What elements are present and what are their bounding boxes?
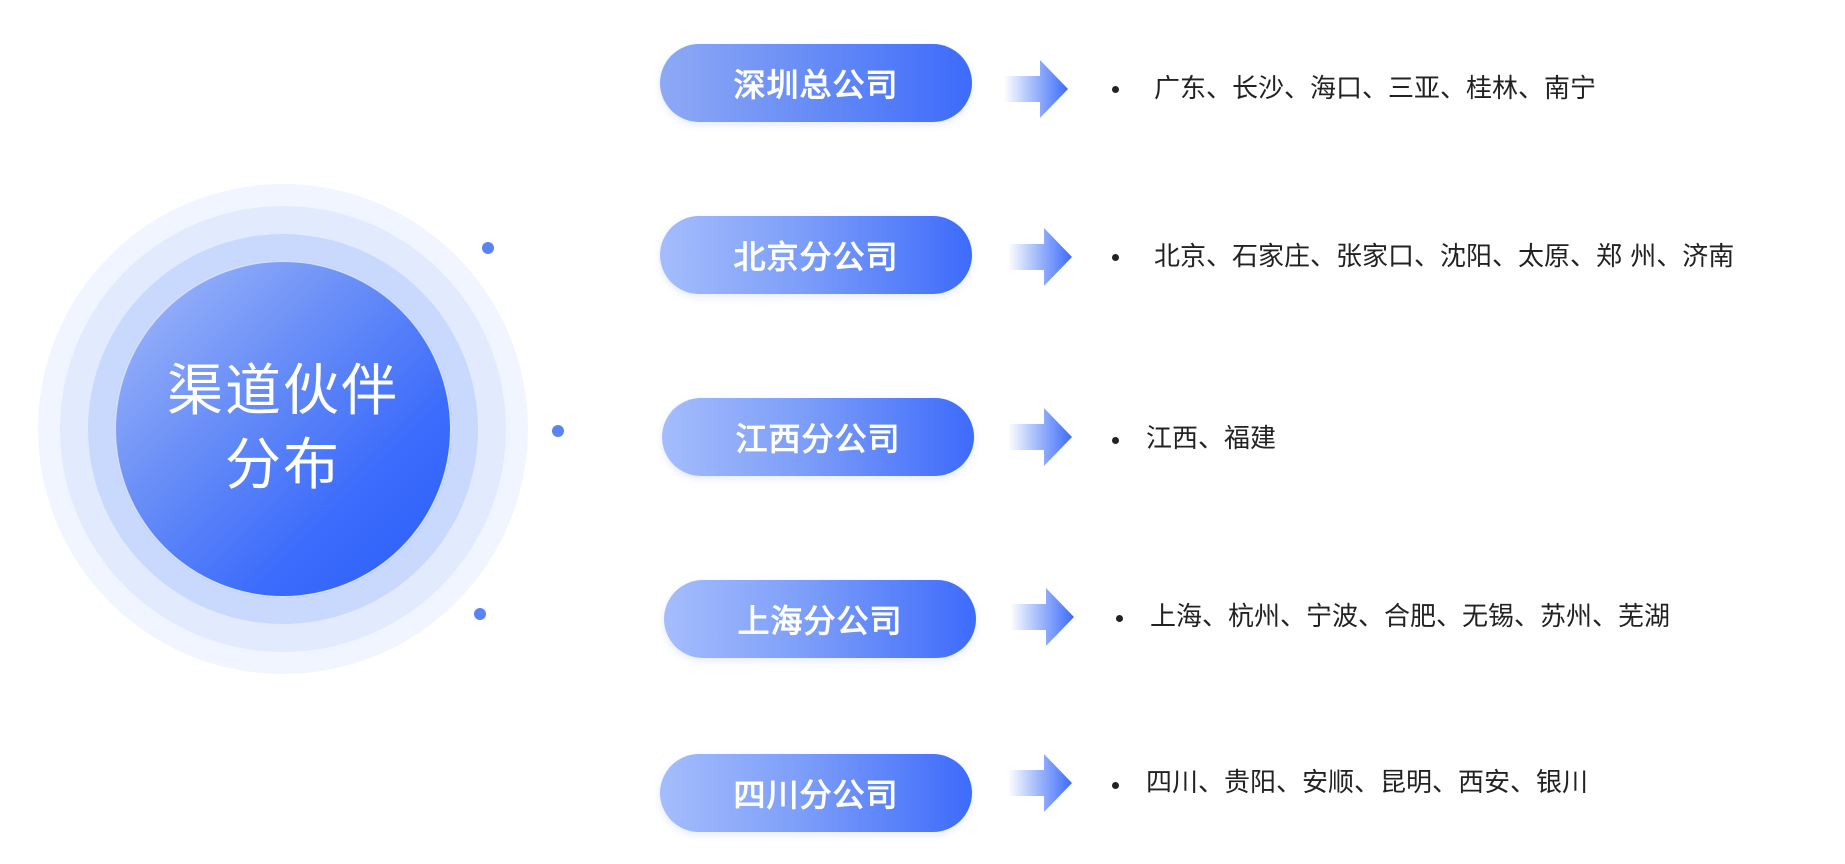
branch-name: 北京分公司 — [733, 238, 899, 276]
branch-pill-shenzhen: 深圳总公司 — [660, 44, 972, 122]
branch-name: 四川分公司 — [733, 776, 899, 814]
branch-cities: 江西、福建 — [1146, 424, 1277, 454]
branch-pill-shanghai: 上海分公司 — [664, 580, 976, 658]
decor-dot-top — [482, 242, 494, 254]
branch-name: 江西分公司 — [735, 420, 901, 458]
arrow-right-icon — [1008, 754, 1072, 812]
center-title-line2: 分布 — [225, 433, 341, 498]
branch-cities: 四川、贵阳、安顺、昆明、西安、银川 — [1146, 768, 1589, 798]
center-circle: 渠道伙伴 分布 — [114, 260, 452, 598]
branch-pill-jiangxi: 江西分公司 — [662, 398, 974, 476]
bullet-icon — [1116, 615, 1123, 622]
branch-name: 上海分公司 — [737, 602, 903, 640]
decor-dot-middle — [552, 425, 564, 437]
branch-name: 深圳总公司 — [733, 66, 899, 104]
bullet-icon — [1112, 86, 1119, 93]
bullet-icon — [1112, 254, 1119, 261]
arrow-right-icon — [1008, 228, 1072, 286]
branch-pill-beijing: 北京分公司 — [660, 216, 972, 294]
branch-cities: 北京、石家庄、张家口、沈阳、太原、郑 州、济南 — [1154, 242, 1735, 272]
branch-pill-sichuan: 四川分公司 — [660, 754, 972, 832]
bullet-icon — [1112, 782, 1119, 789]
bullet-icon — [1112, 437, 1119, 444]
branch-cities: 广东、长沙、海口、三亚、桂林、南宁 — [1154, 74, 1597, 104]
arrow-right-icon — [1010, 588, 1074, 646]
decor-dot-bottom — [474, 608, 486, 620]
arrow-right-icon — [1008, 408, 1072, 466]
branch-cities: 上海、杭州、宁波、合肥、无锡、苏州、芜湖 — [1150, 602, 1671, 632]
center-title-line1: 渠道伙伴 — [167, 359, 399, 424]
channel-partner-circle: 渠道伙伴 分布 — [38, 184, 528, 674]
arrow-right-icon — [1004, 60, 1068, 118]
